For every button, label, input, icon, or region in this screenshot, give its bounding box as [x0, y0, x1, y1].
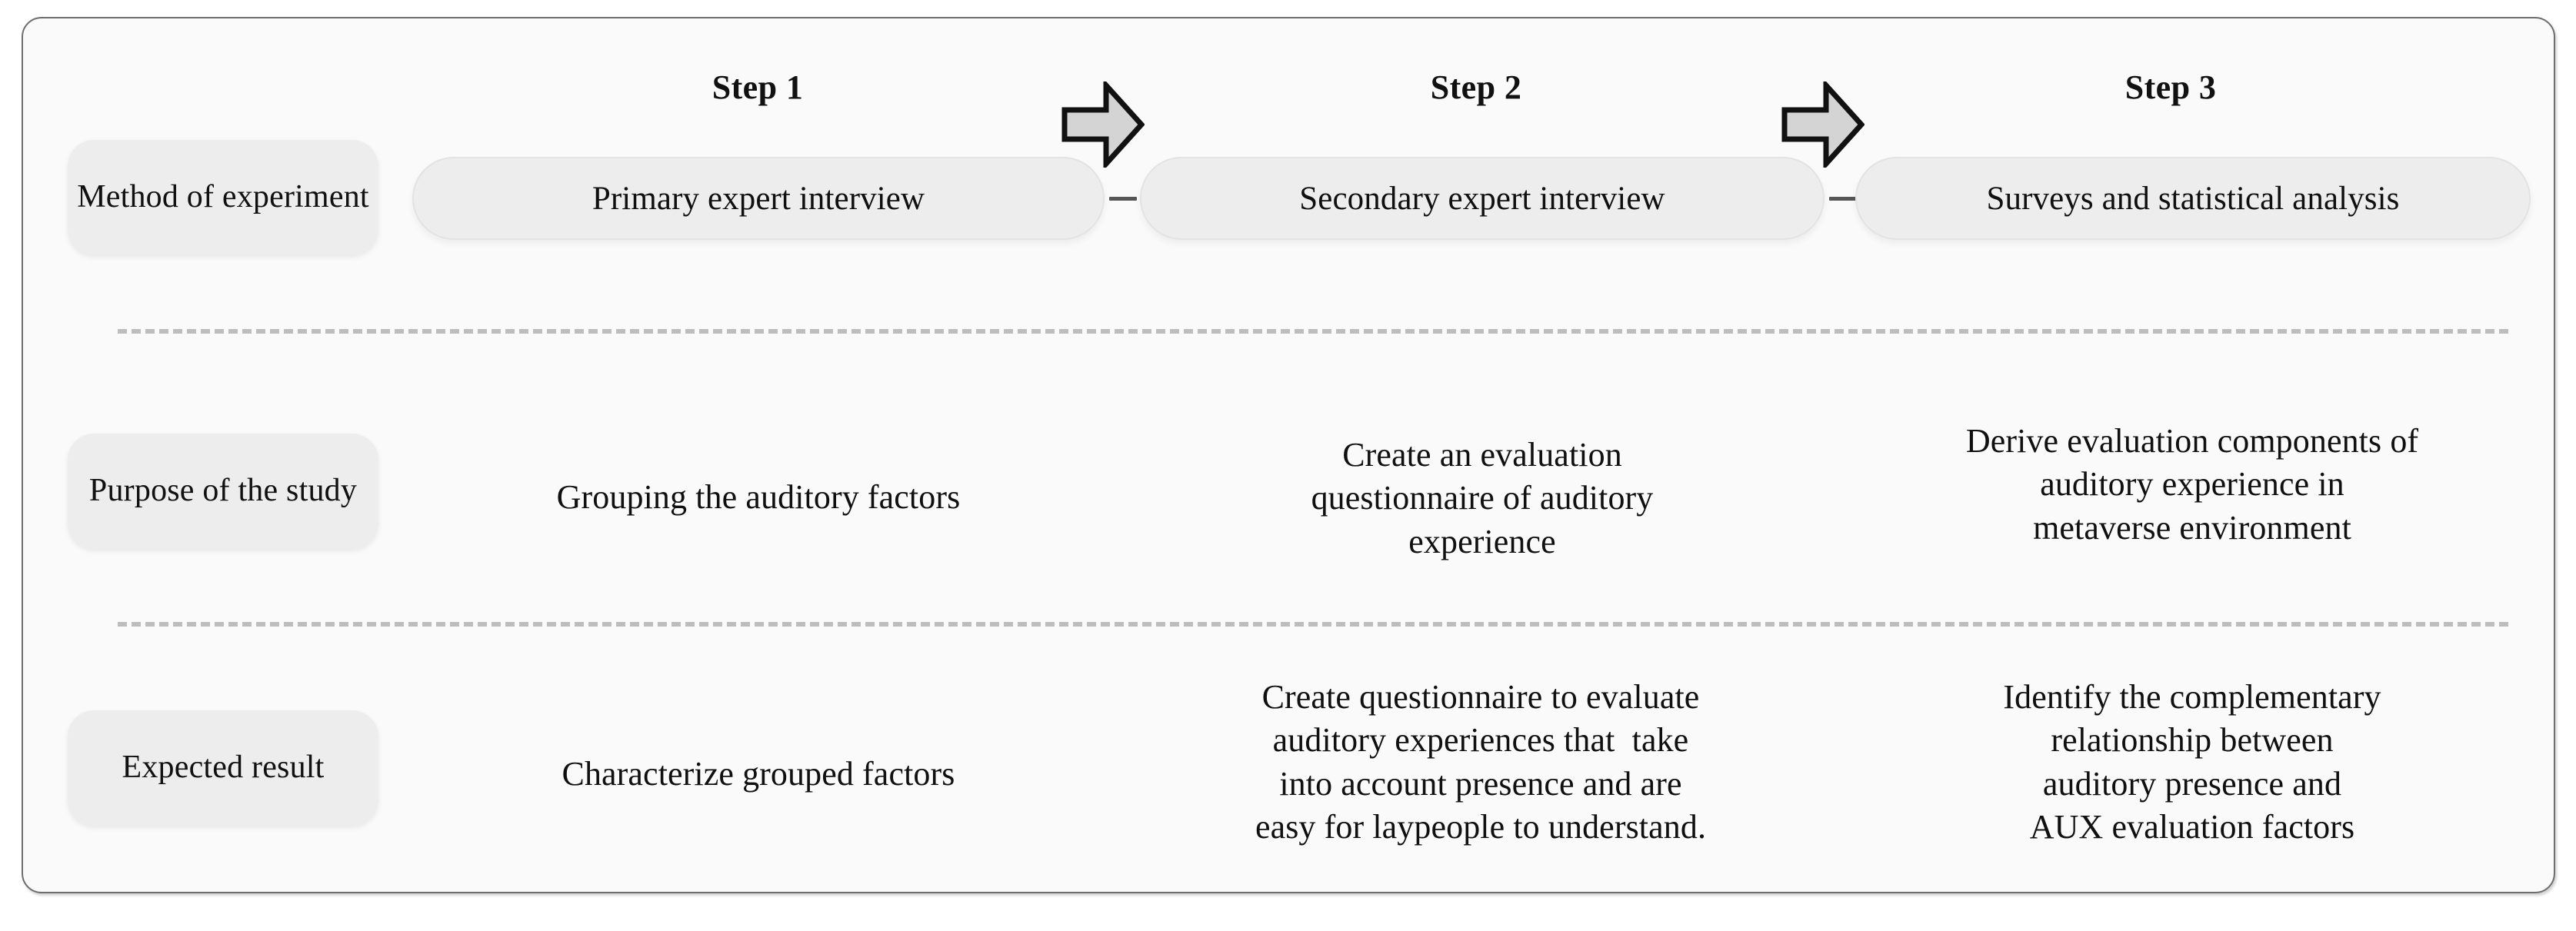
row-label-purpose-of-the-study: Purpose of the study: [68, 434, 378, 549]
step-header-2: Step 2: [1430, 68, 1522, 106]
purpose-cell-step1: Grouping the auditory factors: [556, 478, 961, 516]
step-pill-2[interactable]: Secondary expert interview: [1140, 157, 1825, 240]
expected-cell-step1: Characterize grouped factors: [562, 755, 955, 793]
row-label-expected-result: Expected result: [68, 710, 378, 826]
step-header-1: Step 1: [711, 68, 804, 106]
step-pill-3[interactable]: Surveys and statistical analysis: [1855, 157, 2531, 240]
step-pill-1[interactable]: Primary expert interview: [412, 157, 1105, 240]
purpose-cell-step3: Derive evaluation components of auditory…: [1965, 422, 2419, 547]
row-label-method-of-experiment: Method of experiment: [68, 140, 378, 255]
connector-dash-1: [1109, 197, 1137, 201]
expected-cell-step3: Identify the complementary relationship …: [2003, 678, 2381, 846]
step-header-3: Step 3: [2124, 68, 2217, 106]
arrow-step1-to-step2-icon: [1061, 81, 1145, 168]
expected-cell-step2: Create questionnaire to evaluate auditor…: [1255, 678, 1707, 846]
purpose-cell-step2: Create an evaluation questionnaire of au…: [1311, 436, 1654, 560]
arrow-step2-to-step3-icon: [1781, 81, 1865, 168]
row-separator-1: [118, 329, 2508, 334]
figure-frame: Step 1 Step 2 Step 3 Method of experimen…: [22, 17, 2555, 893]
connector-dash-2: [1829, 197, 1857, 201]
row-separator-2: [118, 622, 2508, 627]
